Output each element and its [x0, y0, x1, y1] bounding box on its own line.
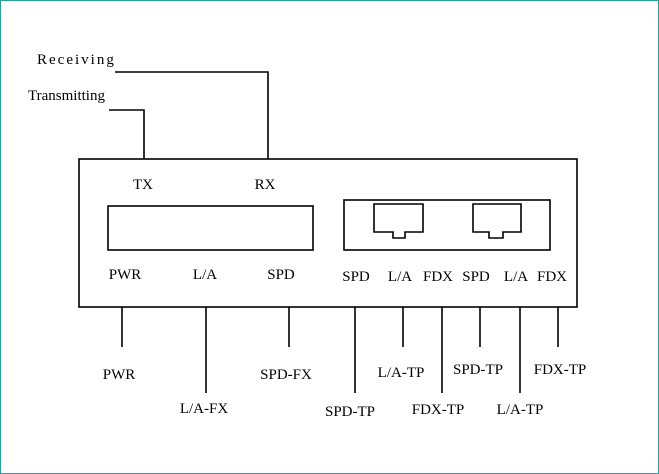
led-tp1-la-label: L/A [387, 269, 413, 285]
device-body [78, 158, 578, 308]
transmitting-label: Transmitting [28, 88, 105, 104]
led-spd-label: SPD [267, 267, 295, 283]
callout-spd-tp-label: SPD-TP [324, 404, 376, 420]
led-tp1-spd-label: SPD [342, 269, 370, 285]
transmitting-line [109, 109, 145, 159]
fiber-module [107, 205, 314, 251]
led-la-label: L/A [192, 267, 218, 283]
led-tp2-spd-label: SPD [462, 269, 490, 285]
callout-la-fx-label: L/A-FX [179, 401, 229, 417]
led-tp2-fdx-label: FDX [536, 269, 568, 285]
tx-label: TX [133, 177, 153, 193]
callout-la-tp-1-label: L/A-TP [377, 365, 425, 381]
callout-spd-fx-label: SPD-FX [260, 367, 312, 383]
rj45-port-2 [472, 203, 522, 239]
callout-la-tp-2-label: L/A-TP [496, 402, 544, 418]
tp-port-block [343, 199, 551, 251]
rx-label: RX [254, 177, 276, 193]
led-pwr-label: PWR [108, 267, 142, 283]
callout-fdx-tp-2-label: FDX-TP [533, 362, 587, 378]
led-tp1-fdx-label: FDX [422, 269, 454, 285]
rj45-port-1 [373, 203, 424, 239]
callout-fdx-tp-1-label: FDX-TP [411, 402, 465, 418]
receiving-label: Receiving [37, 52, 116, 68]
callout-pwr-label: PWR [102, 367, 136, 383]
receiving-line [115, 71, 269, 159]
led-tp2-la-label: L/A [503, 269, 529, 285]
callout-spd-tp-2-label: SPD-TP [452, 362, 504, 378]
